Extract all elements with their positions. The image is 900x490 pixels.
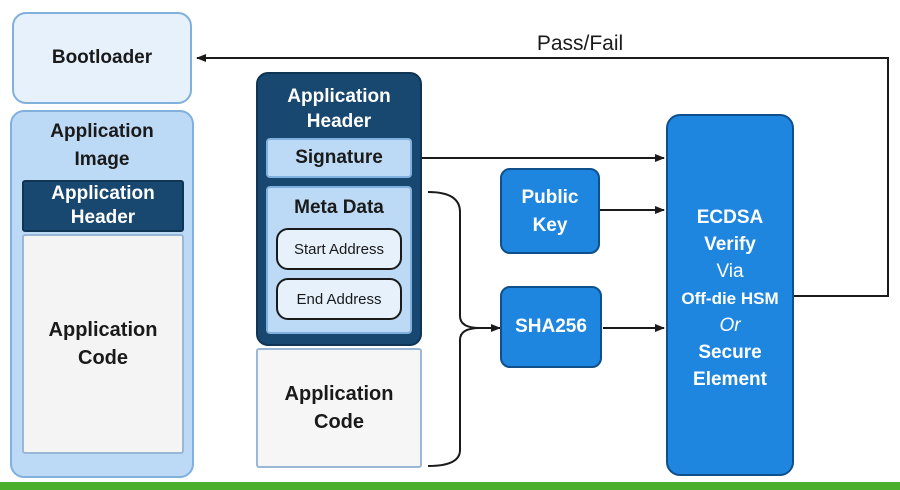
ecdsa-label-line2: Verify <box>704 234 756 255</box>
ecdsa-label-line5: Or <box>719 315 741 336</box>
pass-fail-label: Pass/Fail <box>536 32 624 55</box>
bootloader-box: Bootloader <box>12 12 192 104</box>
start-address-label: Start Address <box>293 240 385 258</box>
left-application-code-box: Application Code <box>22 234 184 454</box>
left-header-label-line2: Header <box>70 207 136 228</box>
left-code-label-line2: Code <box>78 347 128 369</box>
ecdsa-label-line3: Via <box>716 261 744 282</box>
public-key-box: Public Key <box>500 168 600 254</box>
left-application-header-box: Application Header <box>22 180 184 232</box>
start-address-box: Start Address <box>276 228 402 270</box>
bottom-accent-bar <box>0 482 900 490</box>
signature-box: Signature <box>266 138 412 178</box>
ecdsa-label-line7: Element <box>693 369 767 390</box>
sha256-box: SHA256 <box>500 286 602 368</box>
public-key-label-line2: Key <box>532 215 568 236</box>
application-image-title-line1: Application <box>50 121 154 142</box>
end-address-label: End Address <box>296 290 382 308</box>
ecdsa-label-line1: ECDSA <box>696 207 764 228</box>
meta-data-label: Meta Data <box>294 197 384 218</box>
application-image-title-line2: Image <box>74 149 130 170</box>
end-address-box: End Address <box>276 278 402 320</box>
bootloader-label: Bootloader <box>51 47 153 68</box>
left-header-label-line1: Application <box>51 183 155 204</box>
ecdsa-label-line6: Secure <box>698 342 762 363</box>
middle-code-label-line2: Code <box>314 411 364 433</box>
left-code-label-line1: Application <box>48 319 158 341</box>
ecdsa-label-line4: Off-die HSM <box>681 289 779 308</box>
middle-code-label-line1: Application <box>284 383 394 405</box>
middle-application-code-box: Application Code <box>256 348 422 468</box>
middle-header-title-line1: Application <box>287 86 391 107</box>
sha256-label: SHA256 <box>515 316 587 337</box>
public-key-label-line1: Public <box>521 187 579 208</box>
signature-label: Signature <box>295 147 383 168</box>
input-bracket <box>427 191 481 467</box>
pass-fail-arrow <box>196 54 889 297</box>
middle-header-title-line2: Header <box>306 111 372 132</box>
ecdsa-verify-box: ECDSA Verify Via Off-die HSM Or Secure E… <box>666 114 794 476</box>
